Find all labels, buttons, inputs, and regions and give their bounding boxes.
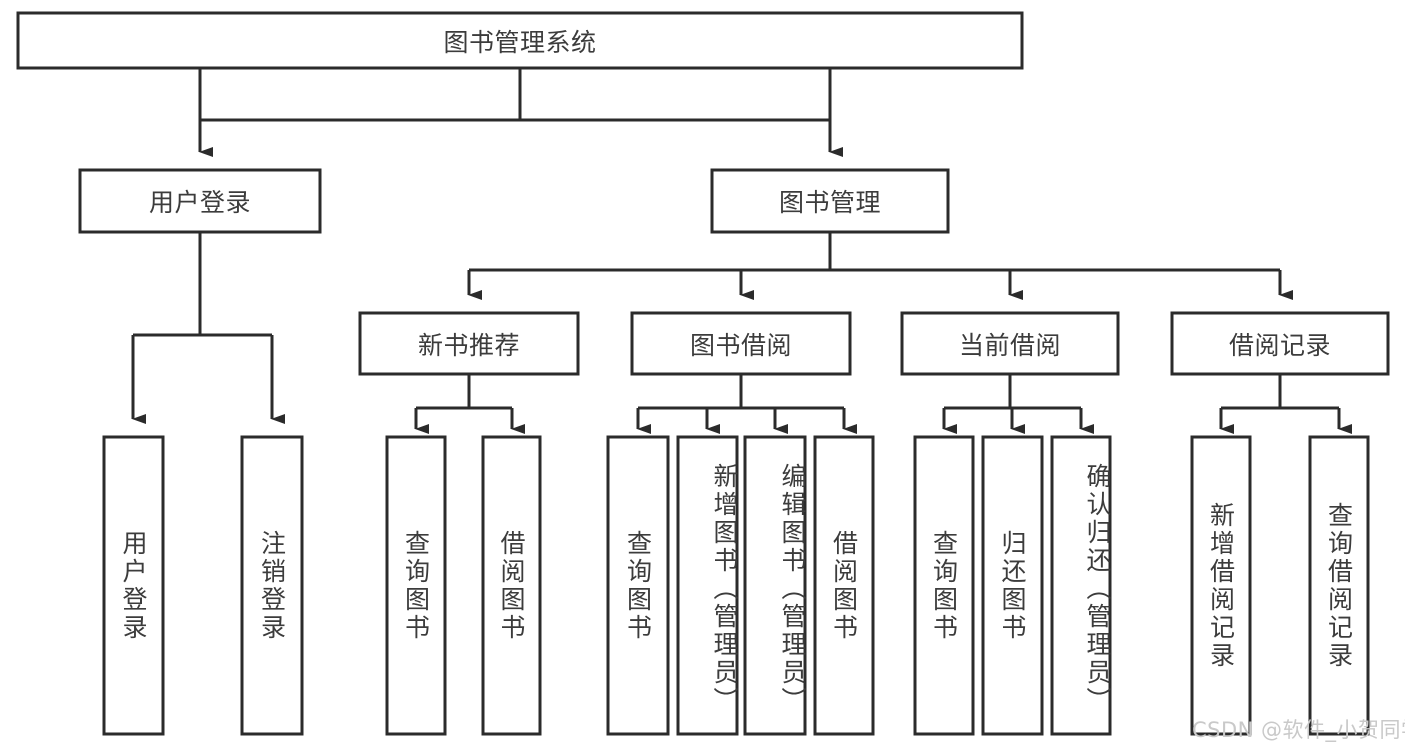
connector-group-user-login: [131, 232, 285, 424]
node-box-leaf-add-borrow-record[interactable]: [1190, 435, 1252, 736]
node-box-leaf-query-book-rec[interactable]: [385, 435, 447, 736]
node-box-current-borrow[interactable]: [900, 311, 1120, 376]
node-box-root[interactable]: [16, 11, 1024, 70]
node-box-borrow-record[interactable]: [1170, 311, 1390, 376]
connector-group-borrow-record: [1219, 374, 1352, 434]
node-box-new-book-rec[interactable]: [358, 311, 580, 376]
connector-group-book-borrow: [636, 374, 857, 434]
connector-group-book-manage: [467, 232, 1293, 300]
connector-group-root: [198, 68, 843, 157]
node-box-leaf-add-book-admin[interactable]: [676, 435, 739, 736]
node-box-leaf-borrow-book-rec[interactable]: [481, 435, 542, 736]
node-box-leaf-user-logout[interactable]: [240, 435, 304, 736]
node-box-leaf-borrow-book[interactable]: [813, 435, 875, 736]
node-box-leaf-query-borrow-record[interactable]: [1308, 435, 1370, 736]
node-box-leaf-query-book-current[interactable]: [913, 435, 975, 736]
node-box-leaf-query-book-borrow[interactable]: [606, 435, 670, 736]
node-box-leaf-confirm-return-admin[interactable]: [1050, 435, 1112, 736]
node-box-book-manage[interactable]: [710, 168, 950, 234]
node-box-leaf-return-book[interactable]: [981, 435, 1044, 736]
node-box-user-login[interactable]: [78, 168, 322, 234]
node-box-leaf-user-login[interactable]: [102, 435, 165, 736]
connector-root-stem: [198, 68, 832, 122]
node-box-leaf-edit-book-admin[interactable]: [743, 435, 807, 736]
connector-group-new-book-rec: [414, 374, 525, 434]
node-box-book-borrow[interactable]: [630, 311, 852, 376]
connector-group-current-borrow: [942, 374, 1094, 434]
